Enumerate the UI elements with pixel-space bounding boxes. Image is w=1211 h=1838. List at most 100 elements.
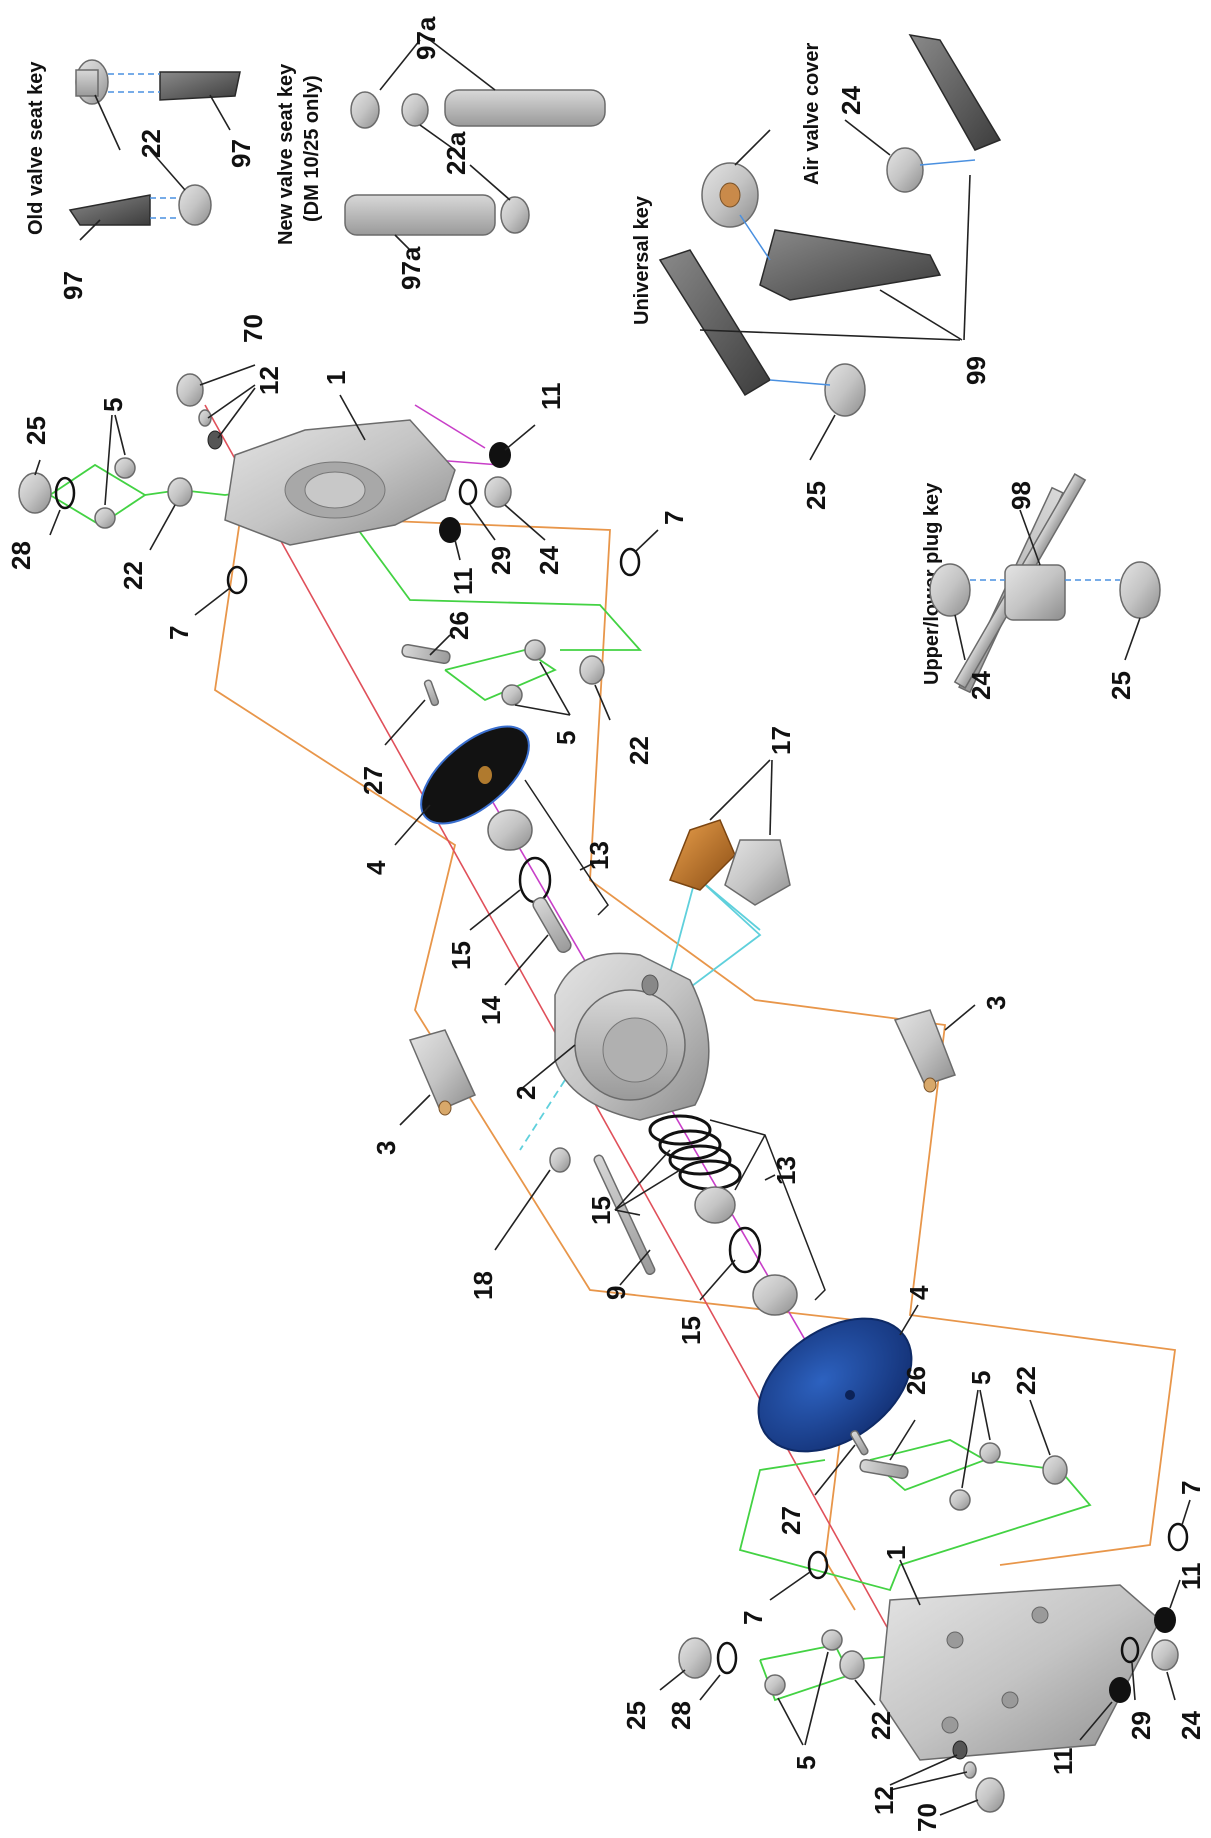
diaphragm-4-bottom-hub: [845, 1390, 855, 1400]
plug-24-key: [929, 563, 971, 617]
label-14: 14: [476, 996, 506, 1025]
washer-12-top-b: [207, 430, 223, 450]
label-22: 22: [118, 561, 148, 590]
air-path-left: [214, 519, 857, 1611]
leader-97a-c: [394, 234, 411, 251]
label-97: 97: [58, 271, 88, 300]
universal-key-arm-1: [908, 34, 1002, 151]
label-25: 25: [21, 416, 51, 445]
leader-28-top: [49, 509, 61, 536]
pin-27-bot: [850, 1430, 869, 1456]
air-path-right: [364, 519, 1177, 1566]
leader-26-bot: [889, 1419, 916, 1461]
plug-24-bottom: [1151, 1639, 1179, 1671]
leader-11-top-a: [504, 424, 536, 451]
label-25: 25: [1106, 671, 1136, 700]
label-70: 70: [912, 1803, 942, 1832]
oring-28-bottom: [716, 1641, 738, 1675]
seat-22a-bottom: [500, 196, 530, 234]
leader-7-top-b: [634, 529, 659, 553]
block-3-left: [408, 1029, 477, 1111]
label-27: 27: [776, 1506, 806, 1535]
leader-27-bot: [814, 1444, 856, 1496]
ball-5-bot-b: [764, 1674, 786, 1696]
diaphragm-4-bottom: [757, 1317, 913, 1453]
oring-7-top-a: [226, 565, 248, 595]
leader-98: [1019, 509, 1041, 566]
leader-22-bot: [854, 1679, 876, 1706]
label-5: 5: [966, 1371, 996, 1385]
inset-universal-key: Universal key Air valve cover 24 25 99: [631, 34, 1002, 510]
label-5: 5: [791, 1756, 821, 1770]
spring-15-a: [648, 1114, 712, 1146]
leader-5-bot-a: [804, 1651, 829, 1746]
cover-hole-b: [1031, 1606, 1049, 1624]
inset-new-valve-seat-key: New valve seat key (DM 10/25 only) 97a 2…: [275, 16, 606, 290]
seat-25-bottom: [678, 1637, 712, 1679]
muffler-path: [658, 879, 762, 1013]
label-13: 13: [771, 1156, 801, 1185]
muffler-path-left: [519, 1079, 566, 1151]
label-18: 18: [468, 1271, 498, 1300]
leader-99-c: [963, 174, 971, 341]
leader-99-b: [879, 289, 963, 341]
leader-22-top: [94, 94, 121, 151]
oring-7-top-b: [619, 547, 641, 577]
label-1: 1: [321, 371, 351, 385]
old-key-seat-top: [75, 59, 109, 105]
leader-70-bot: [939, 1799, 979, 1816]
label-28: 28: [6, 541, 36, 570]
center-block-port: [641, 974, 659, 996]
inset-title-universal-key: Universal key: [631, 195, 653, 325]
leader-5-top-b: [104, 414, 113, 506]
muffler-group: 17: [669, 726, 796, 906]
plug-25-universal: [824, 363, 866, 417]
pilot-26-bot: [859, 1458, 909, 1480]
label-22: 22: [866, 1711, 896, 1740]
leader-5-top-a: [114, 414, 126, 456]
leader-24-top: [504, 504, 546, 541]
label-24: 24: [966, 671, 996, 700]
label-7: 7: [1176, 1481, 1206, 1495]
ball-5-bot-r-a: [979, 1442, 1001, 1464]
leader-3-left: [399, 1094, 431, 1126]
leader-25-bot: [659, 1669, 686, 1691]
leader-97-top: [209, 94, 231, 131]
leader-15-b-a: [614, 1209, 641, 1216]
leader-12-top-b: [217, 387, 256, 439]
label-12: 12: [869, 1786, 899, 1815]
label-11: 11: [536, 383, 566, 411]
leader-15-top: [469, 889, 521, 931]
leader-13-top: [579, 859, 601, 871]
leader-5-mid-b: [514, 704, 571, 716]
label-7: 7: [738, 1611, 768, 1625]
leader-1-bot: [899, 1559, 921, 1606]
label-3: 3: [371, 1141, 401, 1155]
block-3-left-port: [438, 1100, 452, 1116]
label-9: 9: [601, 1286, 631, 1300]
leader-18: [494, 1169, 551, 1251]
lower-inner-parts: 18 15 9 15 13: [468, 1114, 826, 1345]
oring-15-bot: [728, 1226, 762, 1274]
plug-line-top-c: [414, 404, 486, 449]
label-28: 28: [666, 1701, 696, 1730]
ball-5-top-b: [94, 507, 116, 529]
diaphragm-4-top-hub: [478, 766, 492, 784]
spring-15-b: [658, 1129, 722, 1161]
oring-29-top: [458, 478, 478, 506]
leader-11-top-b: [454, 539, 461, 561]
leader-24-pk: [954, 614, 966, 661]
oring-7-bot-a: [807, 1550, 829, 1580]
label-5: 5: [551, 731, 581, 745]
leader-29-top: [469, 504, 496, 541]
label-97: 97: [226, 139, 256, 168]
new-key-97a-top: [444, 89, 606, 127]
leader-3-right: [944, 1004, 976, 1031]
inset-title-new-key: New valve seat key: [275, 63, 297, 245]
leader-15-c: [699, 1259, 736, 1301]
leader-11-bot-b: [1079, 1701, 1113, 1741]
leader-17-b: [769, 759, 773, 836]
label-26: 26: [901, 1366, 931, 1395]
plate-13-bot-a: [694, 1186, 736, 1224]
